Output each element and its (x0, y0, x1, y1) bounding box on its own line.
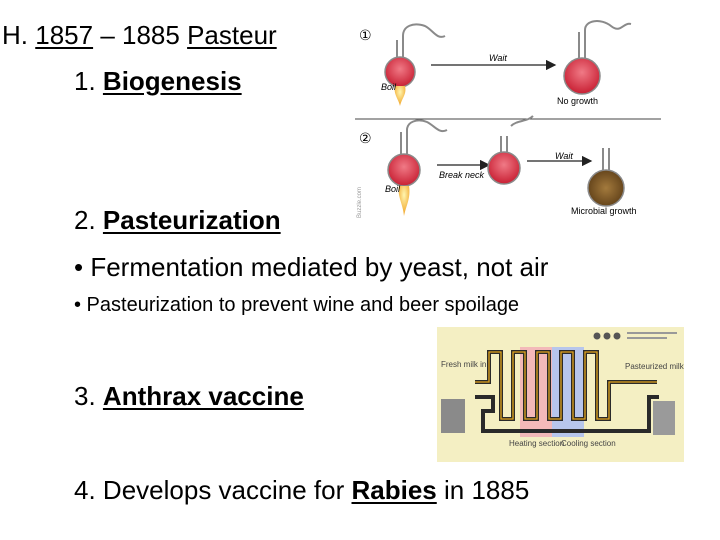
broth-flask-icon (387, 153, 421, 187)
label-heating-section: Heating section (509, 439, 564, 448)
control-icon (613, 332, 621, 340)
label-boil-1: Boil (381, 82, 397, 92)
flask-2-boiling (387, 119, 448, 216)
label-cooling-section: Cooling section (561, 439, 616, 448)
broth-flask-icon (487, 151, 521, 185)
item-number: 3. (74, 381, 96, 411)
pasteurization-figure: Fresh milk in Pasteurized milk out Heati… (437, 327, 684, 462)
broth-flask-icon (563, 57, 601, 95)
cooling-zone (552, 347, 584, 437)
step-1-number: ① (359, 28, 372, 44)
label-pasteurized-milk-out: Pasteurized milk out (625, 362, 684, 371)
flask-2-broken-neck (487, 115, 534, 185)
heading-year-start: 1857 (35, 20, 94, 50)
flask-1-sterile (563, 20, 632, 95)
cow-image-icon (441, 399, 465, 433)
flask-1-boiling (384, 23, 446, 106)
flow-line (475, 351, 657, 420)
item-keyword: Rabies (351, 475, 437, 505)
biogenesis-figure: ① Boil Wait No growth ② Buzzle.com Boil … (355, 20, 661, 218)
label-boil-2: Boil (385, 184, 401, 194)
flame-icon (398, 186, 410, 216)
label-wait-1: Wait (489, 53, 507, 63)
item-anthrax-vaccine: 3. Anthrax vaccine (74, 381, 304, 412)
control-icon (593, 332, 601, 340)
label-no-growth: No growth (557, 96, 598, 106)
flask-2-contaminated (587, 148, 625, 207)
milk-bottle-icon (653, 401, 675, 435)
watermark: Buzzle.com (357, 187, 363, 218)
bullet-wine-beer: • Pasteurization to prevent wine and bee… (74, 294, 520, 316)
heading-letter: H. (2, 20, 28, 50)
control-icon (603, 332, 611, 340)
flame-icon (394, 86, 406, 106)
label-break-neck: Break neck (439, 170, 485, 180)
item-pasteurization: 2. Pasteurization (74, 205, 281, 236)
item-label: Anthrax vaccine (102, 381, 304, 411)
item-label: Pasteurization (102, 205, 281, 235)
heading-dash: – (100, 20, 115, 50)
control-icons (593, 332, 677, 340)
item-text-end: in 1885 (444, 475, 530, 505)
contaminated-flask-icon (587, 169, 625, 207)
item-text: Develops vaccine for (102, 475, 345, 505)
label-fresh-milk-in: Fresh milk in (441, 360, 486, 369)
item-rabies-vaccine: 4. Develops vaccine for Rabies in 1885 (74, 475, 529, 506)
step-2-number: ② (359, 131, 372, 147)
item-number: 1. (74, 66, 96, 96)
label-wait-2: Wait (555, 151, 573, 161)
heading-name: Pasteur (187, 20, 277, 50)
heading-year-end: 1885 (122, 20, 180, 50)
bullet-fermentation: • Fermentation mediated by yeast, not ai… (74, 252, 549, 282)
label-microbial-growth: Microbial growth (571, 206, 637, 216)
item-number: 2. (74, 205, 96, 235)
item-biogenesis: 1. Biogenesis (74, 66, 242, 97)
heading: H. 1857 – 1885 Pasteur (2, 20, 277, 51)
item-label: Biogenesis (102, 66, 242, 96)
item-number: 4. (74, 475, 96, 505)
